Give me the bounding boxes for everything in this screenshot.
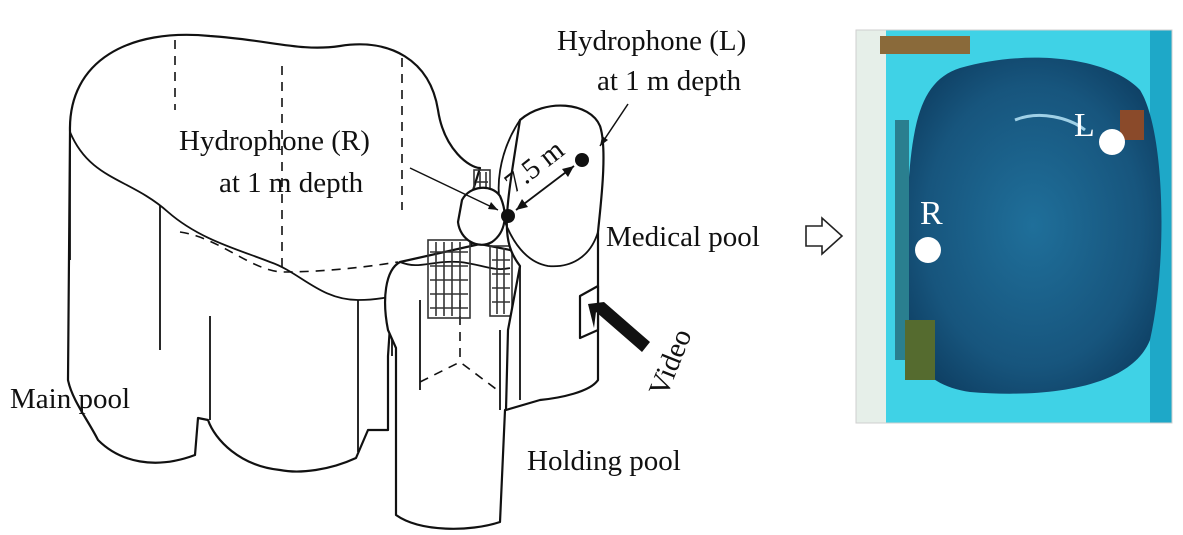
hydrophone-l-marker <box>575 153 589 167</box>
photo-left-strip <box>856 30 886 423</box>
hydrophone-r-title: Hydrophone (R) <box>179 125 370 157</box>
hydrophone-l-title: Hydrophone (L) <box>557 25 746 57</box>
photo-marker-r-label: R <box>920 195 943 232</box>
photo-marker-l-label: L <box>1074 107 1095 144</box>
connector-pod <box>458 188 505 245</box>
main-pool-label: Main pool <box>10 383 130 415</box>
hydrophone-r-depth: at 1 m depth <box>219 167 364 199</box>
medical-pool-photo: R L <box>856 30 1172 423</box>
photo-marker-l <box>1099 129 1125 155</box>
video-label: Video <box>643 325 699 401</box>
photo-equipment-top <box>880 36 970 54</box>
hydrophone-r-marker <box>501 209 515 223</box>
hydrophone-l-depth: at 1 m depth <box>597 65 742 97</box>
medical-pool-arrow <box>806 218 842 254</box>
medical-pool-label: Medical pool <box>606 221 760 253</box>
photo-pool-water <box>904 58 1161 394</box>
holding-pool-label: Holding pool <box>527 445 681 477</box>
photo-equipment-right <box>1120 110 1144 140</box>
photo-equipment-bottom <box>905 320 935 380</box>
photo-marker-r <box>915 237 941 263</box>
